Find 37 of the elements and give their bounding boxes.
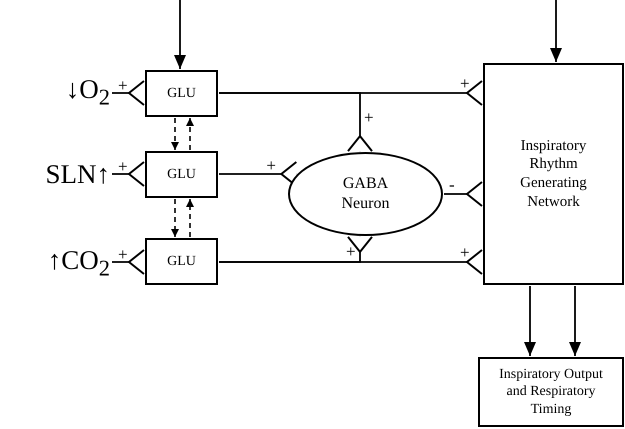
arrow [171,199,179,237]
process-box [145,238,218,285]
stimulus-label: ↓O$_{2}$ [66,76,110,108]
synapse-sign: - [449,176,455,193]
node-label: Inspiratory Rhythm Generating Network [519,136,588,212]
node-label: GLU [167,166,196,184]
node-label: GLU [167,252,196,270]
stimulus-label: ↑CO$_{2}$ [48,246,110,280]
synapse-sign: + [460,75,470,92]
arrow [569,286,581,356]
node-label: GLU [167,84,196,102]
process-box [483,63,624,285]
synapse-sign: + [460,244,470,261]
synapse-connector [219,92,373,152]
process-box [478,357,624,427]
synapse-sign: + [118,246,128,263]
synapse-connector [112,80,145,106]
process-box [145,151,218,198]
node-label: Inspiratory Output and Respiratory Timing [498,366,604,418]
synapse-connector [444,181,483,207]
arrow [174,0,186,69]
process-box [145,70,218,117]
arrow [550,0,562,62]
arrow [186,199,194,237]
synapse-sign: + [364,109,374,126]
synapse-sign: + [266,157,276,174]
synapse-connector [112,249,145,275]
synapse-sign: + [346,242,356,260]
arrow [524,286,536,356]
synapse-sign: + [118,77,128,94]
stimulus-label: SLN↑ [45,160,110,188]
arrow [186,118,194,150]
arrow [171,118,179,150]
synapse-connector [112,161,145,187]
synapse-connector [219,249,483,275]
node-label: GABA Neuron [340,174,390,214]
synapse-sign: + [118,158,128,175]
